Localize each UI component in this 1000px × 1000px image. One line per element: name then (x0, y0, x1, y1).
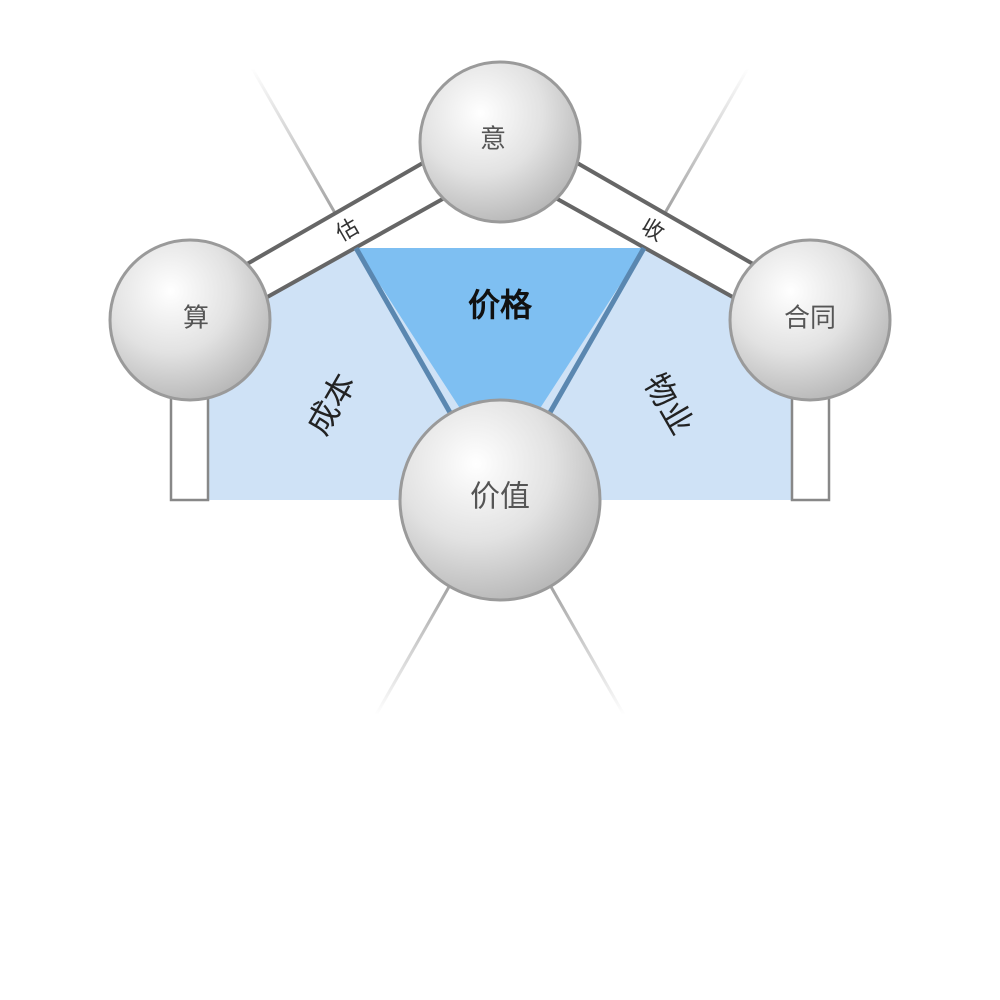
region-center-fill (356, 248, 644, 470)
post-left (169, 393, 210, 590)
node-top: 意 (418, 60, 582, 224)
node-right: 合同 (728, 238, 892, 402)
guide-ray-top-right (663, 67, 750, 214)
node-bottom-label: 价值 (470, 480, 530, 515)
guide-ray-top-left (250, 67, 337, 214)
node-left-label: 算 (183, 304, 209, 334)
region-label-center: 价格 (468, 286, 533, 324)
guide-ray-bottom-left (374, 584, 452, 716)
region-left-fill (208, 250, 470, 500)
guide-ray-bottom-right (548, 584, 626, 716)
node-left: 算 (108, 238, 272, 402)
center-edge-right (545, 246, 647, 418)
node-bottom: 价值 (398, 398, 602, 602)
node-top-label: 意 (480, 125, 506, 155)
post-right (790, 393, 831, 590)
center-edge-left (353, 246, 455, 418)
region-right-fill (530, 250, 792, 500)
node-right-label: 合同 (784, 304, 836, 334)
